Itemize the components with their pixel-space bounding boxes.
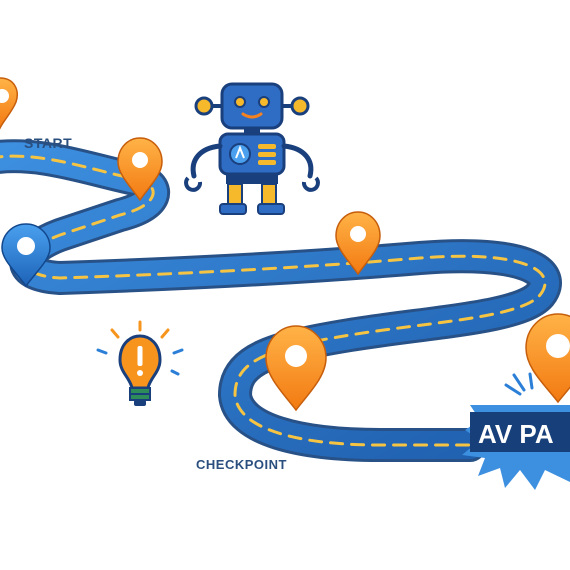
map-pin-icon [525,313,570,404]
map-pin-icon [0,77,18,130]
road-center-dashes [0,154,547,447]
map-pin-icon [335,211,381,276]
start-label: START [24,135,72,151]
map-pin-icon [265,325,327,412]
finish-banner: AV PA [462,372,570,490]
robot-icon [184,82,320,215]
map-pin-icon [117,137,163,202]
winding-road [0,139,562,462]
lightbulb-icon [96,320,184,406]
banner-text: AV PA [478,419,554,449]
checkpoint-label: CHECKPOINT [196,457,287,472]
alert-icon [137,346,143,376]
map-pin-icon [1,223,51,288]
